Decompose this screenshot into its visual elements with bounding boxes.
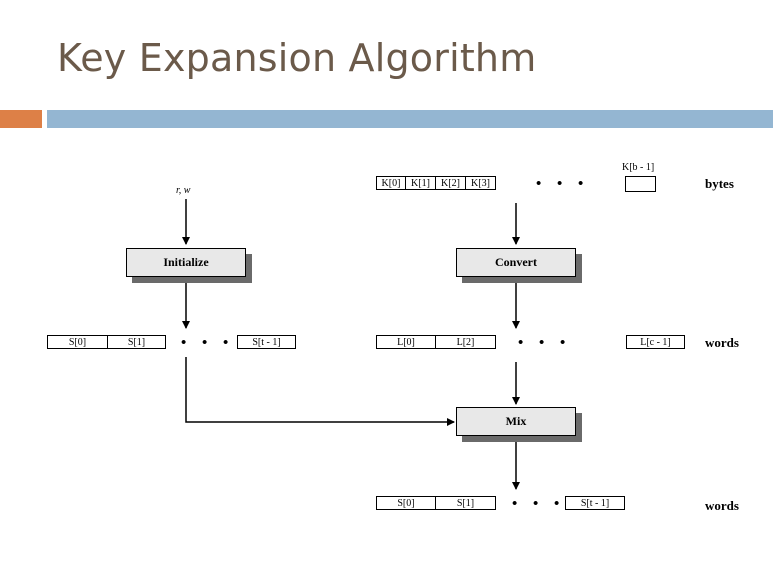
key-last-byte-cell [625,176,656,192]
input-params-label: r, w [176,185,191,196]
key-byte-cell: K[1] [405,176,436,190]
key-byte-cell: K[3] [465,176,496,190]
s-output-last-cell: S[t - 1] [565,496,625,510]
l-array-last-cell: L[c - 1] [626,335,685,349]
bytes-unit-label: bytes [705,176,734,191]
key-byte-cell: K[2] [435,176,466,190]
accent-bar-blue [47,110,773,128]
arrow-s-array-to-mix [185,357,455,426]
s-output-cell: S[1] [435,496,496,510]
words-unit-label: words [705,498,739,513]
l-array-ellipsis: • • • [518,335,572,351]
s-output-cell: S[0] [376,496,436,510]
key-last-byte-label: K[b - 1] [622,162,655,173]
accent-bar-orange [0,110,42,128]
convert-box: Convert [456,248,576,277]
s-array-ellipsis: • • • [181,335,235,351]
s-array-cell: S[0] [47,335,108,349]
s-array-last-cell: S[t - 1] [237,335,296,349]
words-unit-label: words [705,335,739,350]
key-bytes-ellipsis: • • • [536,176,590,192]
initialize-box: Initialize [126,248,246,277]
l-array-cell: L[0] [376,335,436,349]
slide-title: Key Expansion Algorithm [57,36,537,80]
key-byte-cell: K[0] [376,176,406,190]
s-array-cell: S[1] [107,335,166,349]
s-output-ellipsis: • • • [512,496,566,512]
l-array-cell: L[2] [435,335,496,349]
mix-box: Mix [456,407,576,436]
